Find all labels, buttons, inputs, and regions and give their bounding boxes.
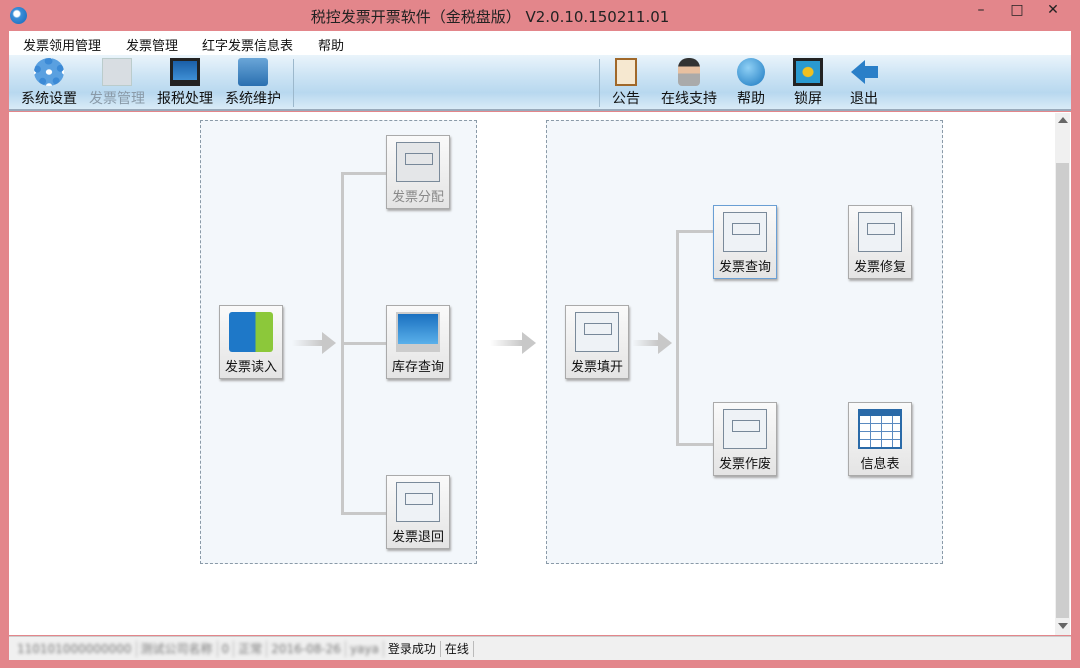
status-online: 在线 [441, 640, 474, 657]
menu-red-invoice-info[interactable]: 红字发票信息表 [202, 39, 294, 54]
invoice-allocate-button[interactable]: 发票分配 [386, 135, 450, 209]
invoice-repair-button[interactable]: 发票修复 [848, 205, 912, 279]
exit-arrow-icon [849, 58, 879, 86]
system-maintenance-button[interactable]: 系统维护 [225, 58, 281, 110]
title-bar [0, 0, 1080, 31]
lock-screen-icon [793, 58, 823, 86]
invoice-query-button[interactable]: 发票查询 [713, 205, 777, 279]
invoice-read-button[interactable]: 发票读入 [219, 305, 283, 379]
close-button[interactable]: ✕ [1047, 2, 1059, 18]
label: 发票分配 [391, 190, 444, 205]
status-login: 登录成功 [384, 640, 441, 657]
scrollbar-thumb[interactable] [1056, 163, 1069, 618]
folder-gear-icon [238, 58, 268, 86]
monitor-search-icon [396, 312, 440, 352]
invoice-allocate-icon [396, 142, 440, 182]
status-state: 正常 [234, 640, 268, 657]
tax-report-button[interactable]: 报税处理 [157, 58, 213, 110]
online-support-button[interactable]: 在线支持 [661, 58, 717, 110]
menu-help[interactable]: 帮助 [318, 39, 345, 54]
label: 发票管理 [89, 91, 145, 107]
label: 退出 [850, 91, 878, 107]
label: 公告 [612, 91, 640, 107]
label: 发票填开 [570, 360, 623, 375]
connector-line [676, 230, 713, 233]
toolbar: 系统设置 发票管理 报税处理 系统维护 公告 在线支持 帮助 锁屏 退出 [9, 55, 1071, 111]
label: 发票退回 [391, 530, 444, 545]
label: 系统维护 [225, 91, 281, 107]
status-date: 2016-08-26 [267, 640, 346, 657]
scroll-up-icon[interactable] [1058, 117, 1068, 123]
table-icon [858, 409, 902, 449]
connector-line [341, 512, 386, 515]
flow-arrow [490, 332, 536, 354]
help-button[interactable]: 帮助 [737, 58, 765, 110]
menu-invoice-manage[interactable]: 发票管理 [126, 39, 179, 54]
invoice-return-button[interactable]: 发票退回 [386, 475, 450, 549]
connector-line [341, 342, 386, 345]
minimize-button[interactable]: – [977, 2, 985, 18]
label: 在线支持 [661, 91, 717, 107]
flow-arrow [292, 332, 336, 354]
status-user: yaya [346, 640, 384, 657]
invoice-void-button[interactable]: 发票作废 [713, 402, 777, 476]
notice-button[interactable]: 公告 [612, 58, 640, 110]
gear-icon [34, 58, 64, 86]
label: 发票修复 [853, 260, 906, 275]
clipboard-icon [615, 58, 637, 86]
stock-query-button[interactable]: 库存查询 [386, 305, 450, 379]
support-person-icon [678, 58, 700, 86]
status-company: 测试公司名称 [137, 640, 218, 657]
flow-arrow [632, 332, 672, 354]
window-title: 税控发票开票软件（金税盘版） V2.0.10.150211.01 [310, 8, 670, 26]
menu-bar: 发票领用管理 发票管理 红字发票信息表 帮助 [9, 31, 1071, 55]
invoice-query-icon [723, 212, 767, 252]
help-icon [737, 58, 765, 86]
system-settings-button[interactable]: 系统设置 [21, 58, 77, 110]
status-bar: 110101000000000 测试公司名称 0 正常 2016-08-26 y… [9, 636, 1071, 660]
connector-line [676, 230, 679, 446]
invoice-repair-icon [858, 212, 902, 252]
lock-screen-button[interactable]: 锁屏 [793, 58, 823, 110]
monitor-icon [170, 58, 200, 86]
label: 发票作废 [718, 457, 771, 472]
status-count: 0 [218, 640, 235, 657]
label: 系统设置 [21, 91, 77, 107]
maximize-button[interactable]: □ [1010, 2, 1024, 18]
exit-button[interactable]: 退出 [849, 58, 879, 110]
label: 发票读入 [224, 360, 277, 375]
status-tax-number: 110101000000000 [13, 640, 137, 657]
label: 信息表 [860, 457, 900, 472]
invoice-fill-icon [575, 312, 619, 352]
toolbar-separator [293, 59, 294, 107]
connector-line [341, 172, 386, 175]
toolbar-separator [599, 59, 600, 107]
app-logo-icon [10, 7, 27, 24]
label: 发票查询 [718, 260, 771, 275]
label: 报税处理 [157, 91, 213, 107]
invoice-manage-button[interactable]: 发票管理 [89, 58, 145, 110]
menu-invoice-receive[interactable]: 发票领用管理 [23, 39, 102, 54]
scroll-down-icon[interactable] [1058, 623, 1068, 629]
label: 锁屏 [794, 91, 822, 107]
invoice-void-icon [723, 409, 767, 449]
info-table-button[interactable]: 信息表 [848, 402, 912, 476]
invoice-manage-icon [102, 58, 132, 86]
label: 帮助 [737, 91, 765, 107]
label: 库存查询 [391, 360, 444, 375]
invoice-fill-button[interactable]: 发票填开 [565, 305, 629, 379]
connector-line [676, 443, 713, 446]
invoice-return-icon [396, 482, 440, 522]
usb-import-icon [229, 312, 273, 352]
